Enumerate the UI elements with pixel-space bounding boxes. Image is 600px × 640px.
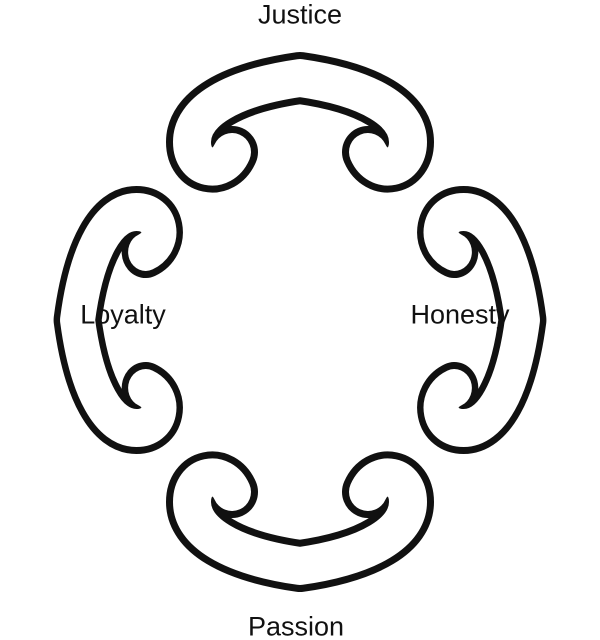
- label-honesty: Honesty: [410, 299, 510, 330]
- label-passion: Passion: [247, 611, 345, 640]
- koru-bottom: [192, 477, 408, 566]
- label-loyalty: Loyalty: [80, 299, 166, 330]
- label-justice: Justice: [257, 0, 343, 30]
- koru-top: [192, 78, 408, 167]
